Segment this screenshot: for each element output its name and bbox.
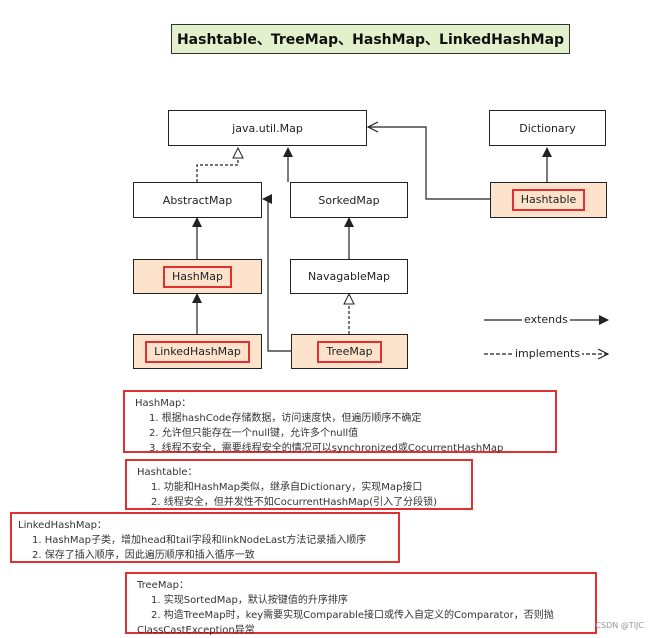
note-linkedhashmap-line: 2. 保存了插入顺序，因此遍历顺序和插入循序一致 <box>32 550 255 561</box>
node-sorkedmap-label: SorkedMap <box>318 193 380 207</box>
note-linkedhashmap-line: 1. HashMap子类，增加head和tail字段和linkNodeLast方… <box>32 535 367 546</box>
diagram-title: Hashtable、TreeMap、HashMap、LinkedHashMap <box>171 24 570 54</box>
note-linkedhashmap: LinkedHashMap： 1. HashMap子类，增加head和tail字… <box>10 512 400 563</box>
node-dictionary-label: Dictionary <box>519 121 576 135</box>
note-linkedhashmap-title: LinkedHashMap： <box>18 520 107 531</box>
node-linkedhashmap-label: LinkedHashMap <box>145 340 250 363</box>
note-hashmap-title: HashMap： <box>135 398 192 409</box>
node-abstractmap-label: AbstractMap <box>162 193 233 207</box>
note-hashtable-line: 2. 线程安全，但并发性不如CocurrentHashMap(引入了分段锁) <box>151 497 437 508</box>
node-navagablemap: NavagableMap <box>290 259 408 294</box>
edge-treemap-to-abstractmap <box>262 194 291 352</box>
note-hashmap-line: 3. 线程不安全，需要线程安全的情况可以synchronized或Cocurre… <box>149 443 504 454</box>
note-treemap-title: TreeMap： <box>137 580 189 591</box>
node-treemap: TreeMap <box>291 334 408 369</box>
node-treemap-label: TreeMap <box>317 340 382 363</box>
node-hashtable-label: Hashtable <box>511 189 586 211</box>
node-navagablemap-label: NavagableMap <box>308 270 390 283</box>
note-hashtable-title: Hashtable： <box>137 467 198 478</box>
note-hashmap-line: 1. 根据hashCode存储数据，访问速度快，但遍历顺序不确定 <box>149 413 422 424</box>
legend-extends-label: extends <box>522 313 570 326</box>
note-treemap-line: 2. 构造TreeMap时，key需要实现Comparable接口或传入自定义的… <box>137 610 554 636</box>
note-treemap-line: 1. 实现SortedMap，默认按键值的升序排序 <box>151 595 348 606</box>
node-dictionary: Dictionary <box>489 110 606 146</box>
note-hashmap-line: 2. 允许但只能存在一个null键，允许多个null值 <box>149 428 359 439</box>
edge-abstractmap-to-map <box>196 148 238 182</box>
edge-hashtable-to-map <box>368 127 490 200</box>
node-hashmap-label: HashMap <box>163 265 232 288</box>
legend-implements-label: implements <box>513 347 583 360</box>
node-java-util-map: java.util.Map <box>168 110 367 146</box>
note-treemap: TreeMap： 1. 实现SortedMap，默认按键值的升序排序 2. 构造… <box>125 572 597 636</box>
note-hashtable-line: 1. 功能和HashMap类似，继承自Dictionary，实现Map接口 <box>151 482 423 493</box>
note-hashtable: Hashtable： 1. 功能和HashMap类似，继承自Dictionary… <box>125 459 473 510</box>
note-hashmap: HashMap： 1. 根据hashCode存储数据，访问速度快，但遍历顺序不确… <box>123 390 557 454</box>
node-java-util-map-label: java.util.Map <box>232 121 303 135</box>
node-abstractmap: AbstractMap <box>133 182 262 218</box>
node-sorkedmap: SorkedMap <box>290 182 408 218</box>
node-linkedhashmap: LinkedHashMap <box>133 334 262 369</box>
node-hashtable: Hashtable <box>490 182 607 218</box>
node-hashmap: HashMap <box>133 259 262 294</box>
footer-watermark: CSDN @TIJC <box>595 621 644 630</box>
